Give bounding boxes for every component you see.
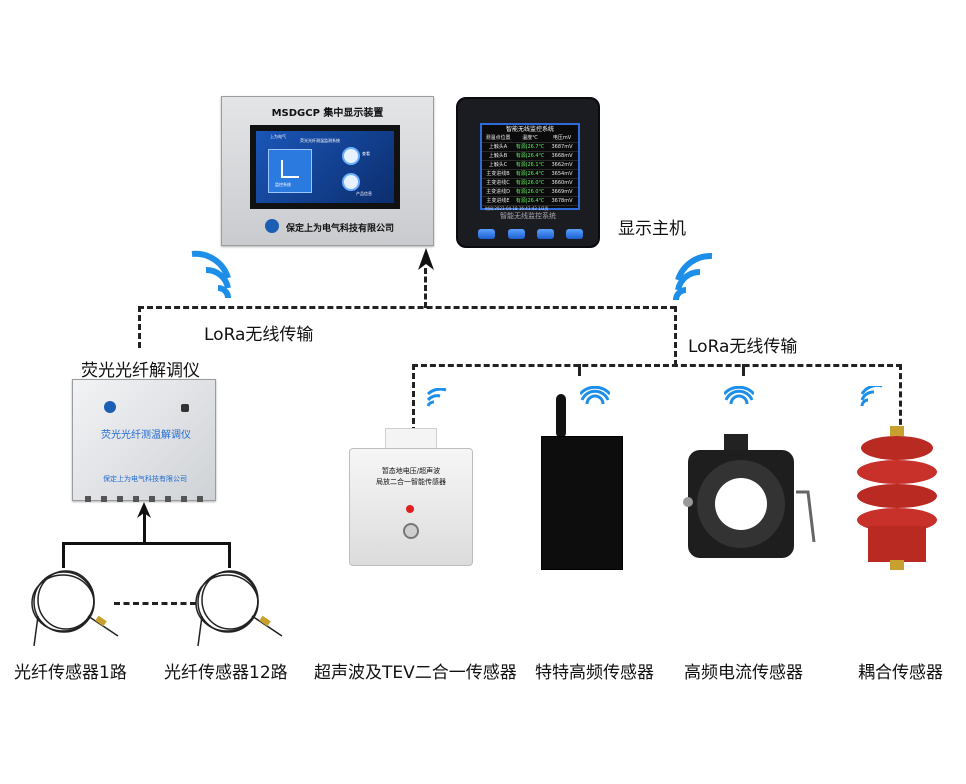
drop-tev [412, 364, 415, 442]
fiber-drop-12 [228, 542, 231, 568]
tev-device-line1: 暂态地电压/超声波 [381, 467, 441, 475]
drop-uhf [578, 364, 581, 376]
tev-sensor-label: 超声波及TEV二合一传感器 [314, 663, 517, 683]
monitor-title: 智能无线监控系统 [505, 126, 554, 133]
display-host-label: 显示主机 [618, 219, 686, 239]
fiber-ports [85, 496, 203, 502]
screen-main-tile[interactable]: 监控系统 [268, 149, 312, 193]
left-branch-dashed-line [138, 306, 141, 348]
central-display-title: MSDGCP 集中显示装置 [271, 108, 384, 119]
company-logo-icon [265, 219, 279, 233]
fiber-bus-line [62, 542, 230, 545]
monitor-col-temp: 温度℃ [522, 135, 538, 141]
gear-icon[interactable] [342, 147, 360, 165]
fiber-sensor-coil-12 [195, 570, 283, 647]
hfct-sensor-device [683, 434, 816, 558]
monitor-button-3[interactable] [537, 229, 554, 239]
drop-hfct [742, 364, 745, 376]
right-branch-dashed-line [674, 306, 677, 366]
wifi-icon-uhf [580, 386, 610, 405]
monitor-col-location: 测温点位置 [485, 135, 511, 141]
monitor-footer: 时间:2023-04-18 16:43:43 1/2页 [485, 206, 549, 211]
demodulator-device: 荧光光纤测温解调仪 保定上为电气科技有限公司 [72, 379, 216, 502]
monitor-header-row: 测温点位置 温度℃ 电压mV [482, 134, 578, 143]
company-logo-icon [104, 401, 116, 413]
screen-btn3-label: 产品信息 [356, 191, 372, 196]
screen-header: 上为电气 [270, 134, 286, 139]
wifi-icon-hfct [724, 386, 754, 405]
central-display-device: MSDGCP 集中显示装置 上为电气 荧光光纤测温监测系统 监控系统 查看 产品… [221, 96, 434, 246]
monitor-button-1[interactable] [478, 229, 495, 239]
uhf-sensor-label: 特特高频传感器 [535, 663, 654, 683]
tev-device-line2: 局放二合一智能传感器 [376, 478, 446, 486]
central-display-screen: 上为电气 荧光光纤测温监测系统 监控系统 查看 产品信息 [250, 125, 400, 209]
wifi-icon-right [673, 252, 713, 301]
fiber-drop-1 [62, 542, 65, 568]
lora-label-right: LoRa无线传输 [688, 337, 798, 357]
antenna [556, 394, 566, 438]
wifi-icon-tev [426, 388, 447, 407]
coupling-sensor-device [857, 426, 937, 570]
monitor-button-2[interactable] [508, 229, 525, 239]
monitor-col-voltage: 电压mV [552, 135, 572, 141]
central-display-company: 保定上为电气科技有限公司 [286, 224, 395, 234]
trunk-dashed-line [138, 306, 676, 309]
lora-label-left: LoRa无线传输 [204, 325, 314, 345]
tev-sensor-device: 暂态地电压/超声波 局放二合一智能传感器 [349, 448, 473, 566]
wifi-icon-left [191, 250, 231, 299]
demodulator-company: 保定上为电气科技有限公司 [103, 475, 187, 483]
sensor-bus-dashed-line [412, 364, 902, 367]
connector-icon [403, 523, 419, 539]
demodulator-label: 荧光光纤解调仪 [81, 361, 200, 381]
monitor-button-4[interactable] [566, 229, 583, 239]
status-led [406, 505, 414, 513]
drop-coupling [899, 364, 902, 434]
hfct-sensor-label: 高频电流传感器 [684, 663, 803, 683]
fiber-series-dashes [114, 602, 196, 605]
monitor-brand: 智能无线监控系统 [500, 212, 556, 220]
demodulator-panel-text: 荧光光纤测温解调仪 [101, 430, 191, 441]
fiber-sensor-coil-1 [31, 570, 119, 647]
uhf-sensor-device [541, 436, 623, 570]
arrow-up-icon [418, 248, 434, 270]
fiber-sensor-12-label: 光纤传感器12路 [164, 663, 288, 683]
screen-btn2-label: 查看 [362, 151, 370, 156]
uplink-dashed-line [424, 268, 427, 308]
screen-subtitle: 荧光光纤测温监测系统 [300, 138, 340, 143]
wifi-icon-coupling [860, 386, 882, 407]
screen-btn1-label: 监控系统 [275, 182, 291, 187]
chart-icon [281, 160, 299, 178]
info-icon[interactable] [342, 173, 360, 191]
coupling-sensor-label: 耦合传感器 [858, 663, 943, 683]
fiber-sensor-1-label: 光纤传感器1路 [14, 663, 127, 683]
fiber-trunk-line [143, 510, 146, 544]
led-indicators [181, 404, 189, 412]
